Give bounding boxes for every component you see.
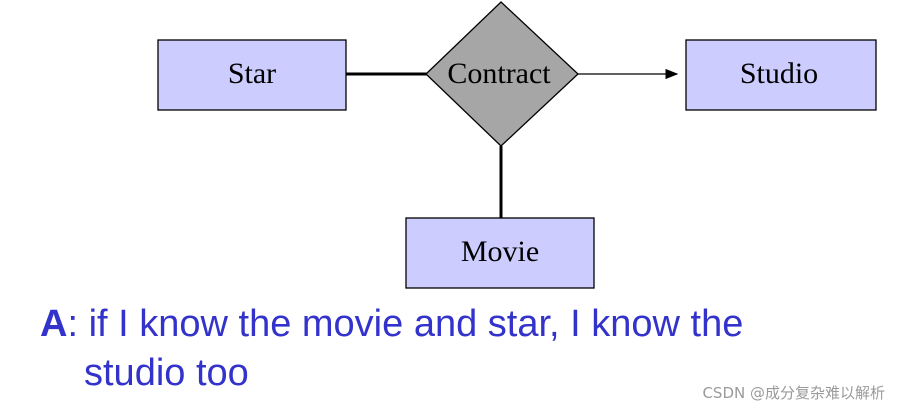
entity-star-box xyxy=(157,39,347,111)
relationship-contract: Contract xyxy=(425,1,579,147)
entity-studio-box xyxy=(685,39,877,111)
entity-movie-label: Movie xyxy=(461,235,539,268)
entity-movie-box xyxy=(405,217,595,289)
relationship-contract-label: Contract xyxy=(447,57,551,90)
watermark: CSDN @成分复杂难以解析 xyxy=(702,384,885,402)
answer-label: A xyxy=(40,303,68,345)
entity-studio-label: Studio xyxy=(740,57,818,90)
er-diagram: Star Contract Studio Movie xyxy=(157,1,877,289)
entity-movie: Movie xyxy=(405,217,595,289)
entity-star-label: Star xyxy=(228,57,276,90)
relationship-diamond xyxy=(425,1,579,147)
answer-text-line2: studio too xyxy=(84,352,249,394)
entity-studio: Studio xyxy=(685,39,877,111)
entity-star: Star xyxy=(157,39,347,111)
answer-text-line1: : if I know the movie and star, I know t… xyxy=(67,303,744,345)
answer-caption: A: if I know the movie and star, I know … xyxy=(40,300,870,398)
